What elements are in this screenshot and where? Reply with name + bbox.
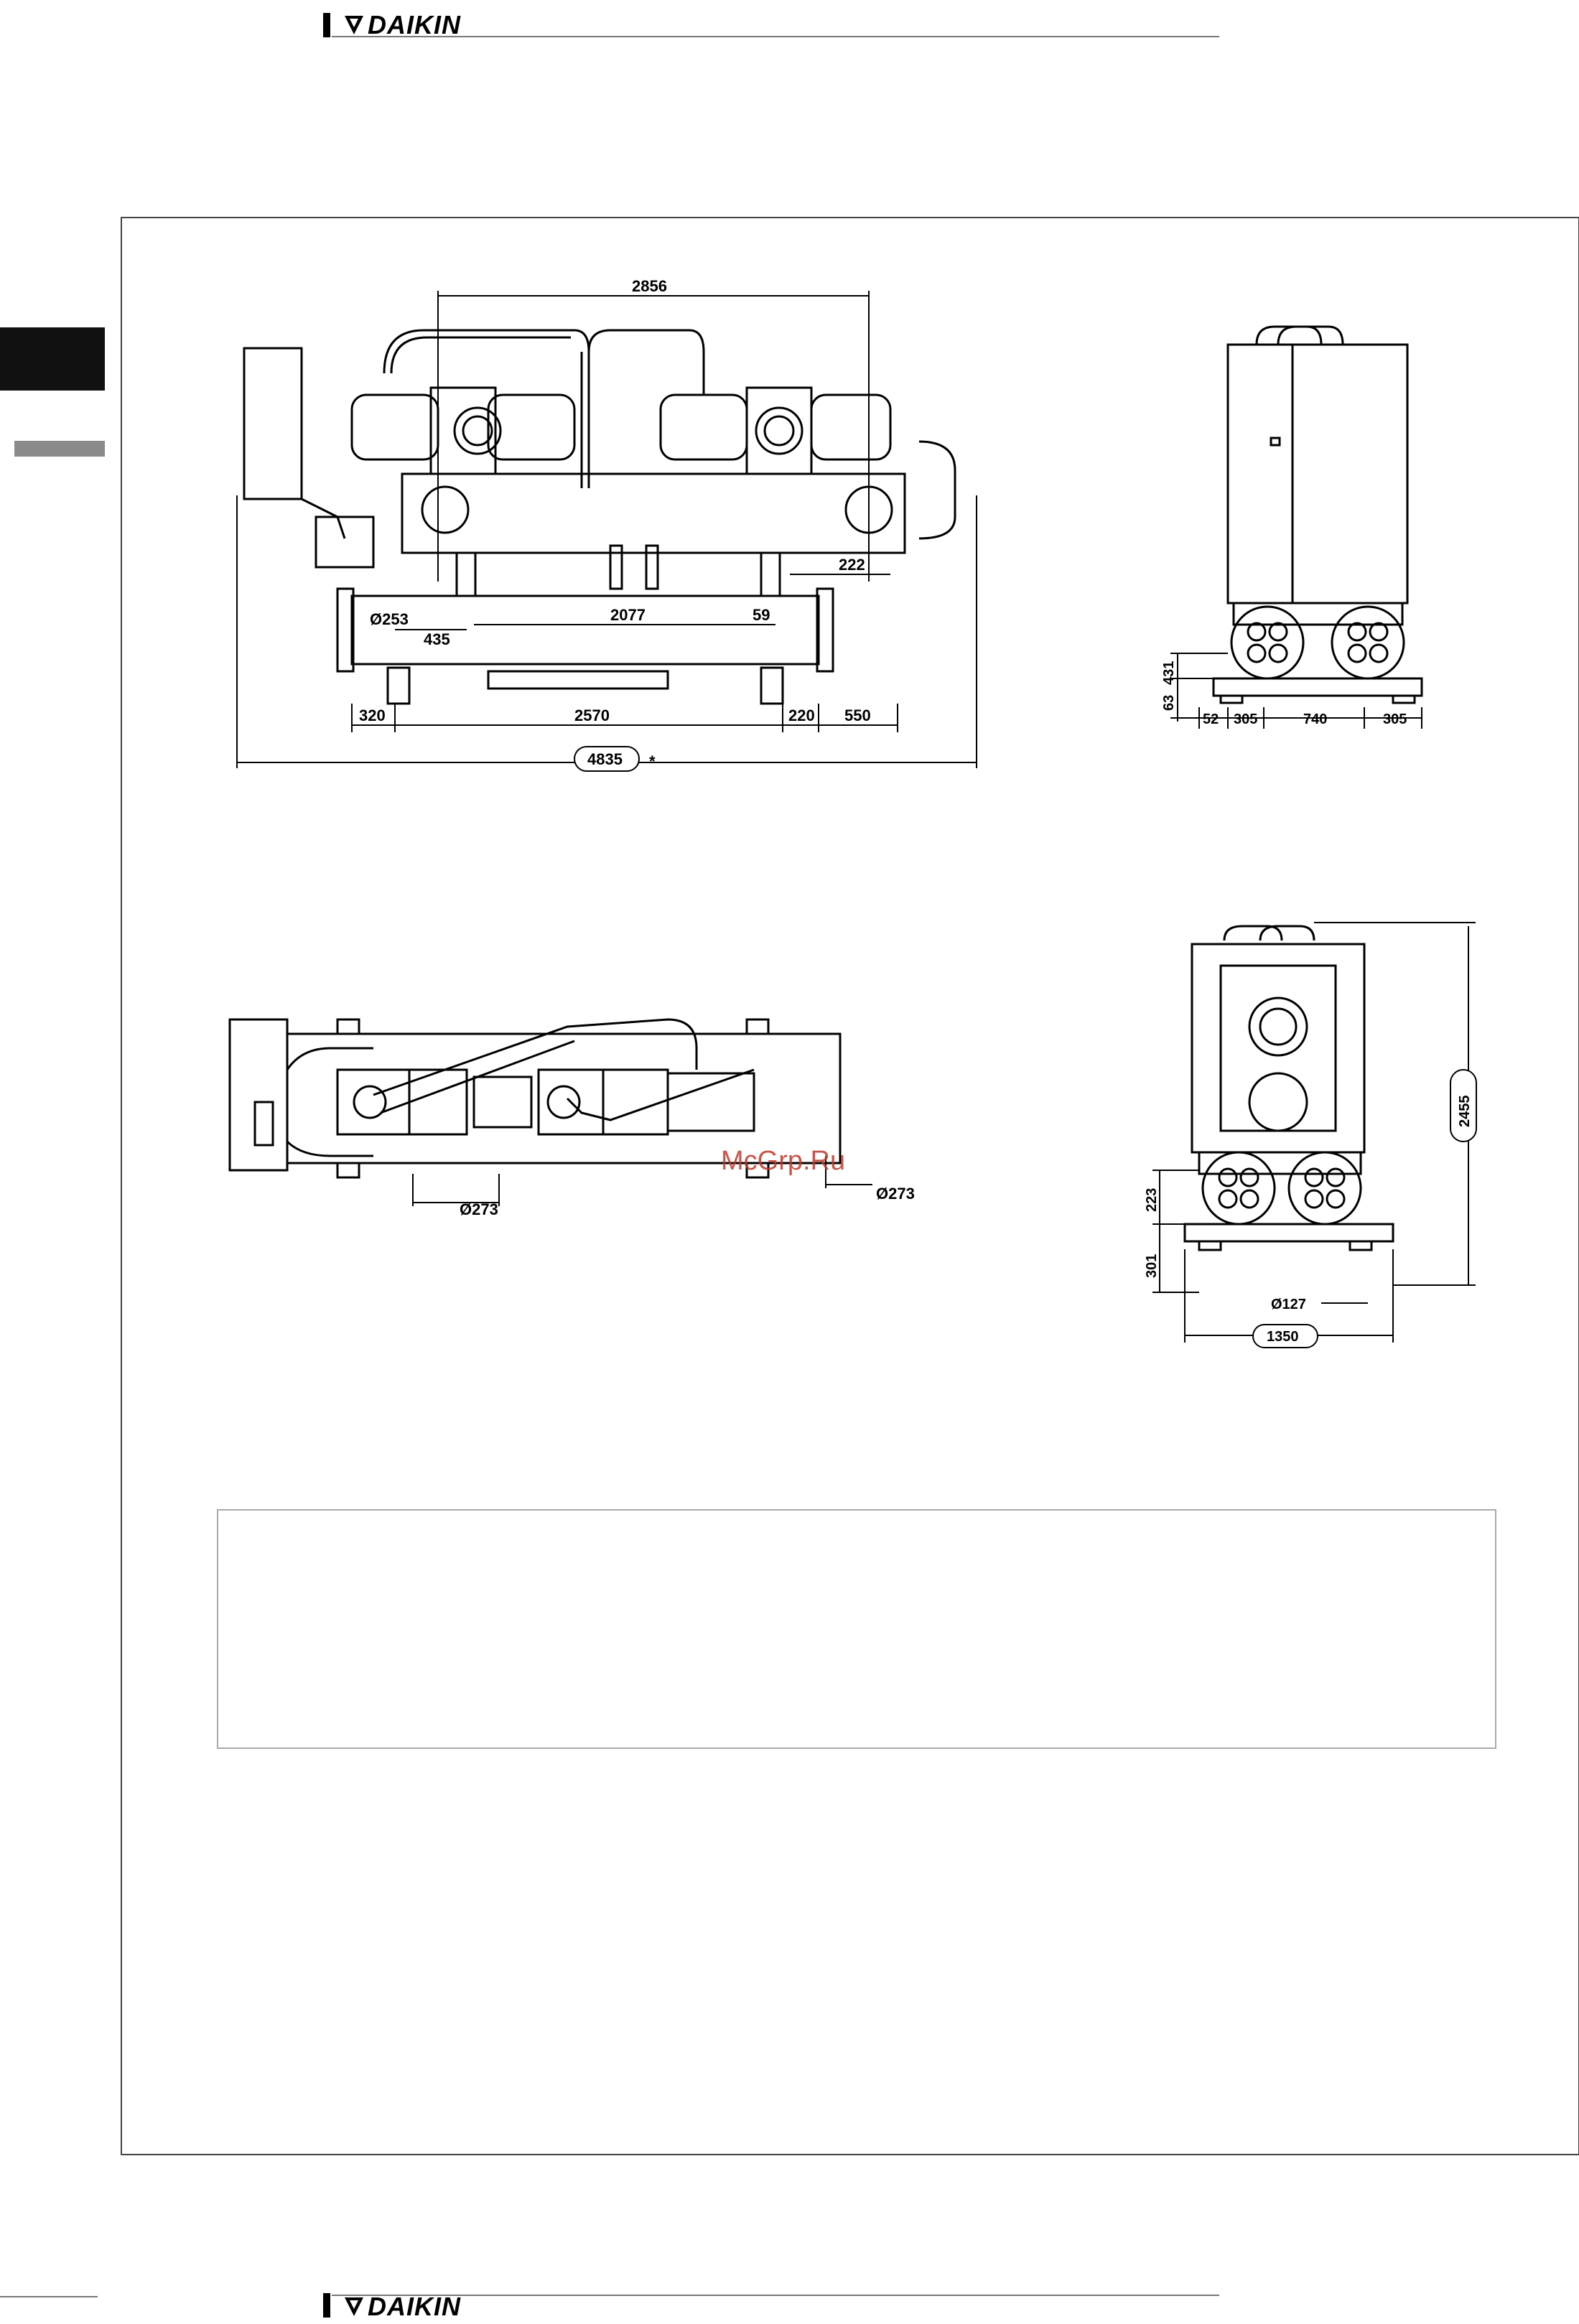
header-brand-bar <box>323 13 330 37</box>
dim-top-span: 2856 <box>632 280 667 295</box>
dim-end-h1: 223 <box>1144 1188 1160 1212</box>
section-tab-inactive <box>14 441 105 457</box>
dim-side-b4: 305 <box>1383 711 1407 727</box>
front-elevation-view: 2856 222 Ø253 2077 59 435 320 2570 220 5… <box>230 280 991 783</box>
plan-view: Ø273 Ø273 <box>223 991 984 1235</box>
dim-overall-mark: * <box>649 752 656 770</box>
dim-side-b1: 52 <box>1203 711 1219 727</box>
daikin-logo-icon <box>343 2296 365 2318</box>
dim-right-offset: 222 <box>839 556 865 574</box>
daikin-logo-icon <box>343 14 365 36</box>
dim-base-span: 2570 <box>574 706 610 724</box>
notes-box <box>217 1509 1496 1749</box>
dim-inner-span: 2077 <box>610 606 646 624</box>
dim-plan-conn-right: Ø273 <box>876 1185 915 1203</box>
dim-end-width: 1350 <box>1267 1329 1299 1345</box>
dim-left-offset: 435 <box>424 630 450 648</box>
dim-end-foot-dia: Ø127 <box>1271 1297 1306 1312</box>
watermark: McGrp.Ru <box>721 1146 845 1177</box>
footer-rule <box>332 2295 1219 2296</box>
header-rule <box>332 36 1219 37</box>
header-brand: DAIKIN <box>368 13 461 37</box>
dim-side-h1: 63 <box>1161 695 1177 711</box>
dim-end-clear: 550 <box>844 706 871 724</box>
dim-small-offset: 59 <box>753 606 770 624</box>
dim-side-h2: 431 <box>1161 661 1177 685</box>
dim-plan-conn-left: Ø273 <box>460 1200 498 1218</box>
end-elevation-view: 2455 223 301 Ø127 1350 <box>1120 912 1494 1371</box>
dim-overall-length: 4835 <box>587 750 623 768</box>
section-tab-active <box>0 327 105 391</box>
dim-end-height: 2455 <box>1457 1096 1473 1128</box>
dim-base-left: 320 <box>359 706 386 724</box>
dim-side-b2: 305 <box>1234 711 1257 727</box>
footer-rule-left <box>0 2296 98 2297</box>
dim-conn-dia: Ø253 <box>370 610 409 628</box>
side-elevation-view: 63 431 52 305 740 305 <box>1149 316 1450 747</box>
dim-side-b3: 740 <box>1303 711 1327 727</box>
dim-end-h2: 301 <box>1144 1254 1160 1278</box>
dim-base-right: 220 <box>788 706 815 724</box>
footer-brand-bar <box>323 2293 330 2318</box>
footer-brand: DAIKIN <box>368 2295 461 2319</box>
